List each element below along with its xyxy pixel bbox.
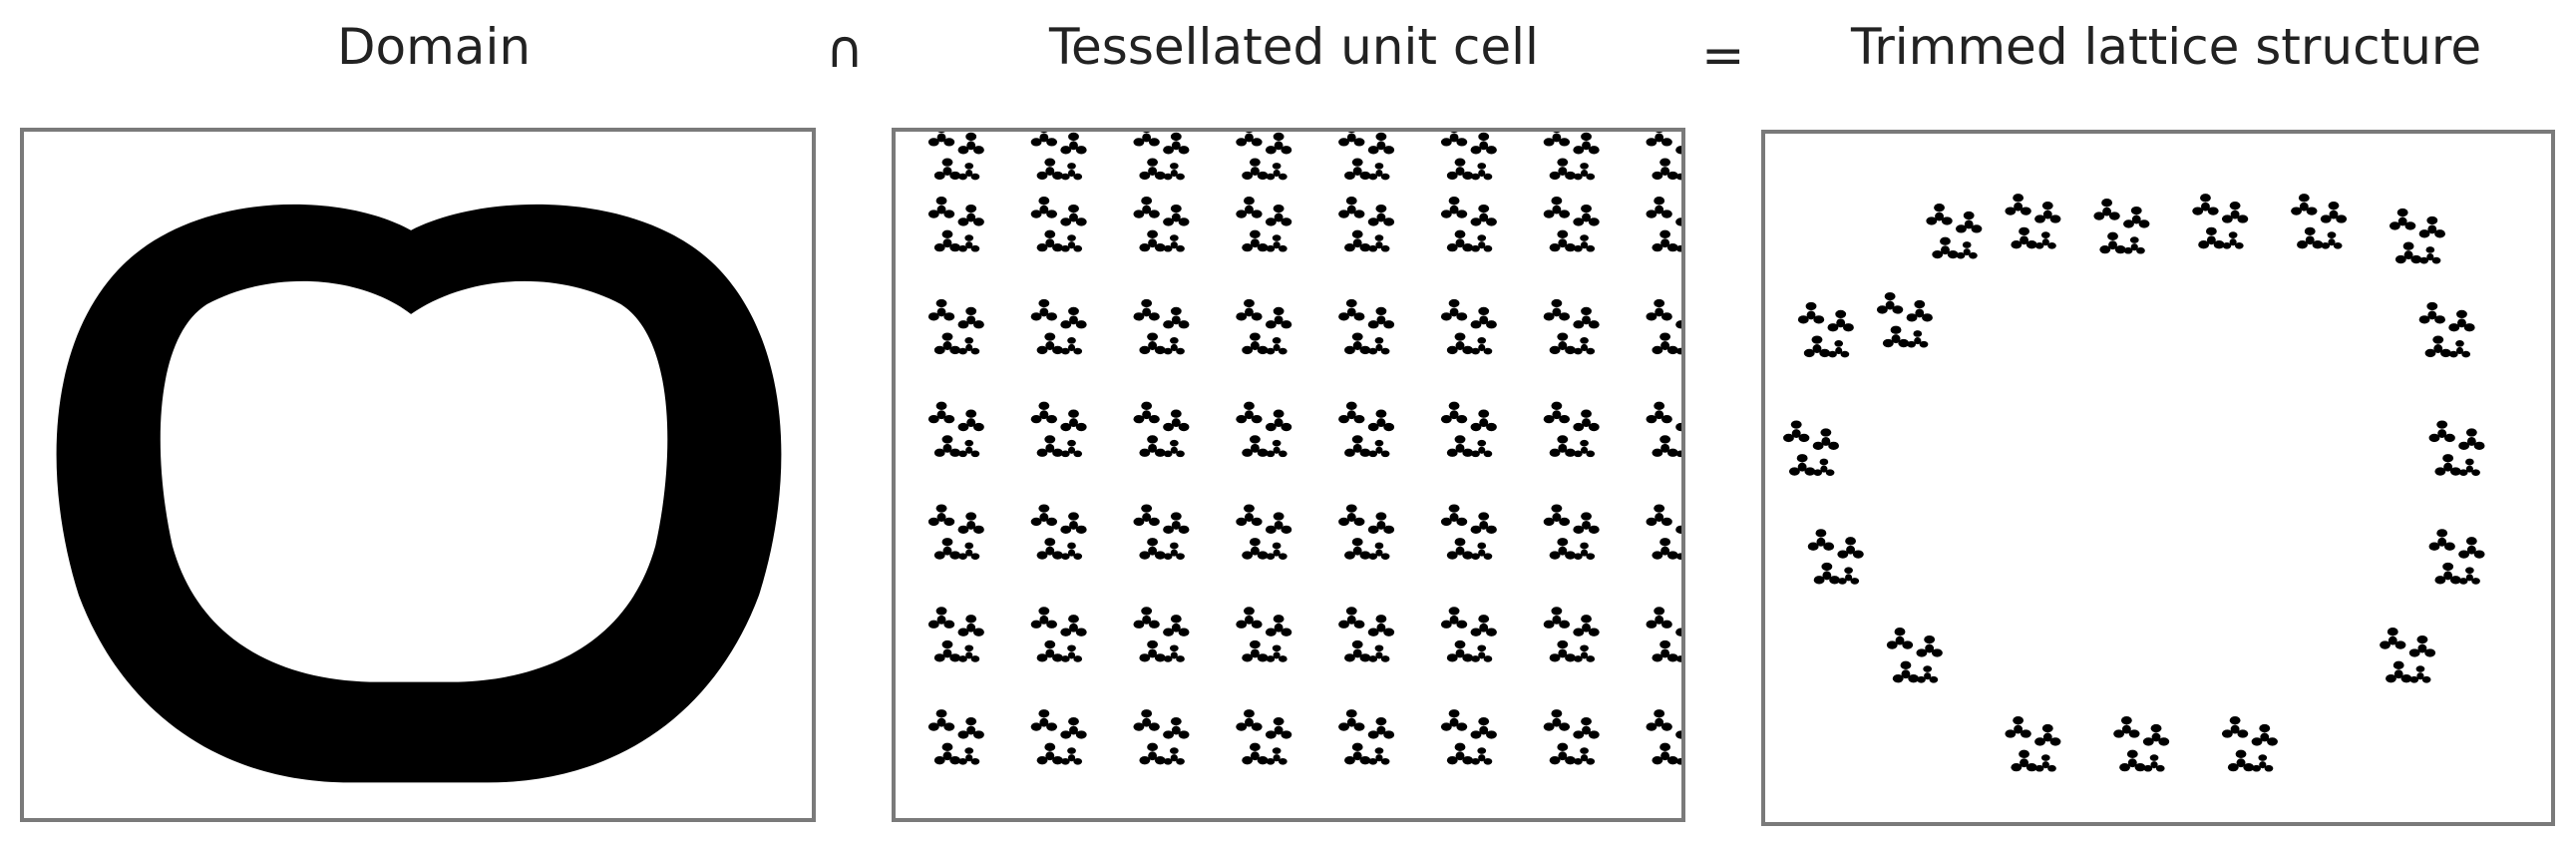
unit-cell — [2221, 716, 2278, 772]
unit-cell — [1440, 504, 1497, 560]
unit-cell — [1440, 298, 1497, 355]
unit-cell — [2428, 529, 2485, 585]
unit-cell — [1440, 197, 1497, 252]
unit-cell — [927, 401, 984, 458]
unit-cell — [1338, 132, 1395, 181]
unit-cell — [1646, 132, 1681, 181]
domain-shape — [56, 204, 782, 783]
unit-cell — [1440, 709, 1497, 765]
unit-cell — [927, 504, 984, 560]
unit-cell — [1543, 298, 1600, 355]
unit-cell — [1133, 197, 1190, 252]
unit-cell — [927, 298, 984, 355]
unit-cell — [927, 709, 984, 765]
unit-cell — [1440, 401, 1497, 458]
unit-cell — [2192, 194, 2249, 249]
unit-cell — [1338, 607, 1395, 662]
unit-cell — [1133, 401, 1190, 458]
unit-cell — [1133, 298, 1190, 355]
unit-cell — [2291, 194, 2348, 249]
trimmed-lattice — [1783, 194, 2485, 772]
tessellated-lattice — [927, 132, 1681, 765]
unit-cell — [1236, 197, 1292, 252]
unit-cell — [1338, 504, 1395, 560]
unit-cell — [1797, 301, 1854, 358]
unit-cell — [1338, 401, 1395, 458]
unit-cell — [1133, 504, 1190, 560]
unit-cell — [2005, 716, 2061, 772]
trimmed-lattice-structure-title: Trimmed lattice structure — [1851, 18, 2482, 76]
unit-cell — [1030, 504, 1087, 560]
domain-panel — [20, 128, 816, 822]
trimmed-lattice-structure-panel — [1761, 130, 2555, 826]
unit-cell — [2005, 194, 2061, 249]
unit-cell — [1030, 132, 1087, 181]
unit-cell — [1338, 298, 1395, 355]
unit-cell — [1030, 298, 1087, 355]
unit-cell — [1133, 132, 1190, 181]
unit-cell — [1926, 203, 1983, 259]
unit-cell — [2418, 301, 2475, 358]
unit-cell — [1236, 607, 1292, 662]
unit-cell — [1876, 291, 1933, 348]
unit-cell — [1646, 298, 1681, 355]
unit-cell — [1338, 709, 1395, 765]
unit-cell — [1236, 132, 1292, 181]
unit-cell — [1543, 401, 1600, 458]
unit-cell — [1440, 132, 1497, 181]
unit-cell — [1338, 197, 1395, 252]
unit-cell — [2389, 208, 2445, 264]
unit-cell — [1030, 709, 1087, 765]
unit-cell — [1236, 298, 1292, 355]
intersection-operator: ∩ — [826, 20, 865, 80]
unit-cell — [2093, 199, 2150, 254]
unit-cell — [927, 197, 984, 252]
unit-cell — [2428, 420, 2485, 476]
unit-cell — [1133, 709, 1190, 765]
unit-cell — [1646, 197, 1681, 252]
unit-cell — [927, 607, 984, 662]
unit-cell — [927, 132, 984, 181]
tessellated-unit-cell-title: Tessellated unit cell — [1049, 18, 1539, 76]
unit-cell — [1543, 607, 1600, 662]
unit-cell — [1236, 709, 1292, 765]
domain-title: Domain — [337, 18, 532, 76]
unit-cell — [1236, 504, 1292, 560]
tessellated-unit-cell-panel — [892, 128, 1685, 822]
unit-cell — [1030, 401, 1087, 458]
unit-cell — [1236, 401, 1292, 458]
unit-cell — [1543, 504, 1600, 560]
unit-cell — [1646, 709, 1681, 765]
unit-cell — [1783, 420, 1840, 476]
unit-cell — [1646, 504, 1681, 560]
equals-operator: = — [1701, 26, 1745, 86]
unit-cell — [2113, 716, 2170, 772]
unit-cell — [1543, 709, 1600, 765]
unit-cell — [1543, 132, 1600, 181]
unit-cell — [1807, 529, 1864, 585]
unit-cell — [1133, 607, 1190, 662]
unit-cell — [1440, 607, 1497, 662]
unit-cell — [1646, 401, 1681, 458]
unit-cell — [2380, 628, 2436, 683]
unit-cell — [1886, 628, 1943, 683]
unit-cell — [1030, 197, 1087, 252]
unit-cell — [1646, 607, 1681, 662]
unit-cell — [1543, 197, 1600, 252]
unit-cell — [1030, 607, 1087, 662]
